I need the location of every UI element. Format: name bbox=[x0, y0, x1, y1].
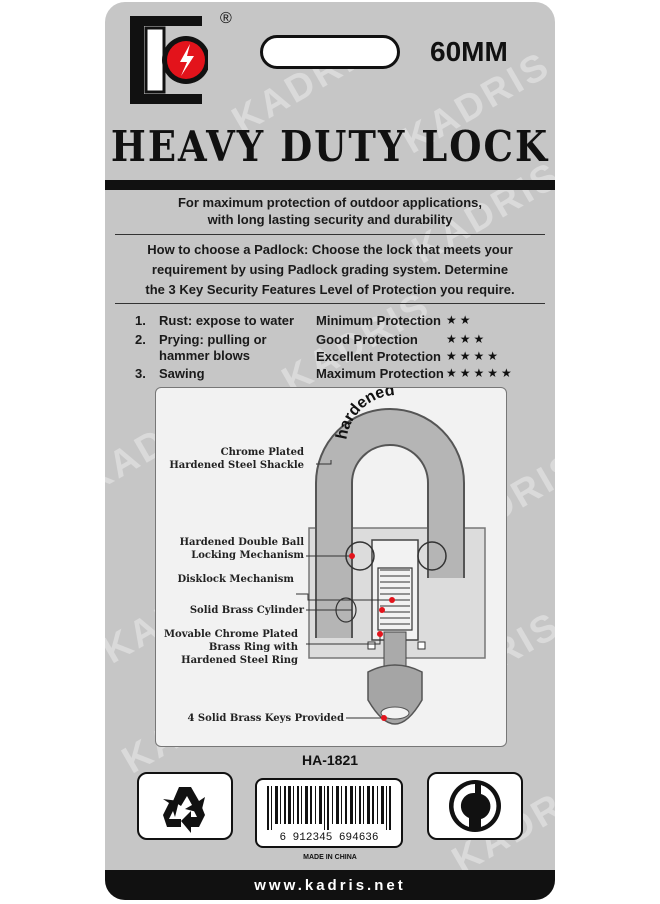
brand-logo: ® bbox=[130, 10, 232, 104]
label-ring-line3: Hardened Steel Ring bbox=[181, 655, 298, 666]
star-rating: ★★★★ bbox=[446, 349, 502, 363]
label-cylinder: Solid Brass Cylinder bbox=[189, 605, 304, 616]
green-dot-icon bbox=[427, 772, 523, 840]
intro-line-2: with long lasting security and durabilit… bbox=[207, 212, 453, 227]
feature-num: 1. bbox=[135, 313, 146, 328]
feature-num: 3. bbox=[135, 366, 146, 381]
protection-level: Good Protection bbox=[316, 332, 418, 347]
feature-num: 2. bbox=[135, 332, 146, 347]
choose-line-1: How to choose a Padlock: Choose the lock… bbox=[147, 242, 513, 257]
protection-level: Minimum Protection bbox=[316, 313, 441, 328]
registered-mark: ® bbox=[220, 10, 232, 27]
packaging-card: KADRIS KADRIS KADRIS KADRIS KADRIS KADRI… bbox=[105, 2, 555, 900]
choose-paragraph: How to choose a Padlock: Choose the lock… bbox=[105, 240, 555, 300]
divider-line bbox=[115, 303, 545, 304]
choose-line-3: the 3 Key Security Features Level of Pro… bbox=[145, 282, 515, 297]
star-rating: ★★ bbox=[446, 313, 474, 327]
barcode: 6 912345 694636 bbox=[255, 778, 403, 848]
label-ball-mechanism: Hardened Double Ball Locking Mechanism bbox=[156, 536, 304, 562]
lock-illustration: hardened bbox=[296, 388, 486, 725]
label-shackle-line1: Chrome Plated bbox=[220, 447, 304, 458]
protection-level: Maximum Protection bbox=[316, 366, 444, 381]
choose-line-2: requirement by using Padlock grading sys… bbox=[151, 262, 509, 277]
label-shackle: Chrome Plated Hardened Steel Shackle bbox=[156, 446, 304, 472]
feature-text: hammer blows bbox=[159, 348, 251, 363]
label-shackle-line2: Hardened Steel Shackle bbox=[169, 460, 304, 471]
lock-diagram: hardened bbox=[155, 387, 507, 747]
model-number: HA-1821 bbox=[301, 752, 359, 768]
feature-text: Rust: expose to water bbox=[159, 313, 295, 328]
label-disklock: Disklock Mechanism bbox=[177, 574, 294, 585]
hang-hole bbox=[260, 35, 400, 69]
barcode-number: 6 912345 694636 bbox=[279, 832, 379, 844]
protection-level: Excellent Protection bbox=[316, 349, 441, 364]
star-rating: ★★★ bbox=[446, 332, 488, 346]
feature-text: Sawing bbox=[159, 366, 205, 381]
label-ball-line2: Locking Mechanism bbox=[191, 550, 304, 561]
recycle-icon bbox=[137, 772, 233, 840]
label-ring-line1: Movable Chrome Plated bbox=[163, 629, 298, 640]
intro-line-1: For maximum protection of outdoor applic… bbox=[177, 195, 483, 210]
size-label: 60MM bbox=[430, 36, 508, 67]
label-keys: 4 Solid Brass Keys Provided bbox=[187, 713, 344, 724]
website-footer[interactable]: www.kadris.net bbox=[105, 870, 555, 900]
divider-line bbox=[115, 234, 545, 235]
headline: HEAVY DUTY LOCK bbox=[110, 120, 550, 172]
label-brass-ring: Movable Chrome Plated Brass Ring with Ha… bbox=[156, 628, 298, 667]
made-in-label: MADE IN CHINA bbox=[303, 854, 357, 861]
divider-bar bbox=[105, 180, 555, 190]
feature-text: Prying: pulling or bbox=[159, 332, 267, 347]
label-ring-line2: Brass Ring with bbox=[208, 642, 298, 653]
label-ball-line1: Hardened Double Ball bbox=[179, 537, 304, 548]
star-rating: ★★★★★ bbox=[446, 366, 515, 380]
barcode-bars bbox=[267, 786, 391, 830]
